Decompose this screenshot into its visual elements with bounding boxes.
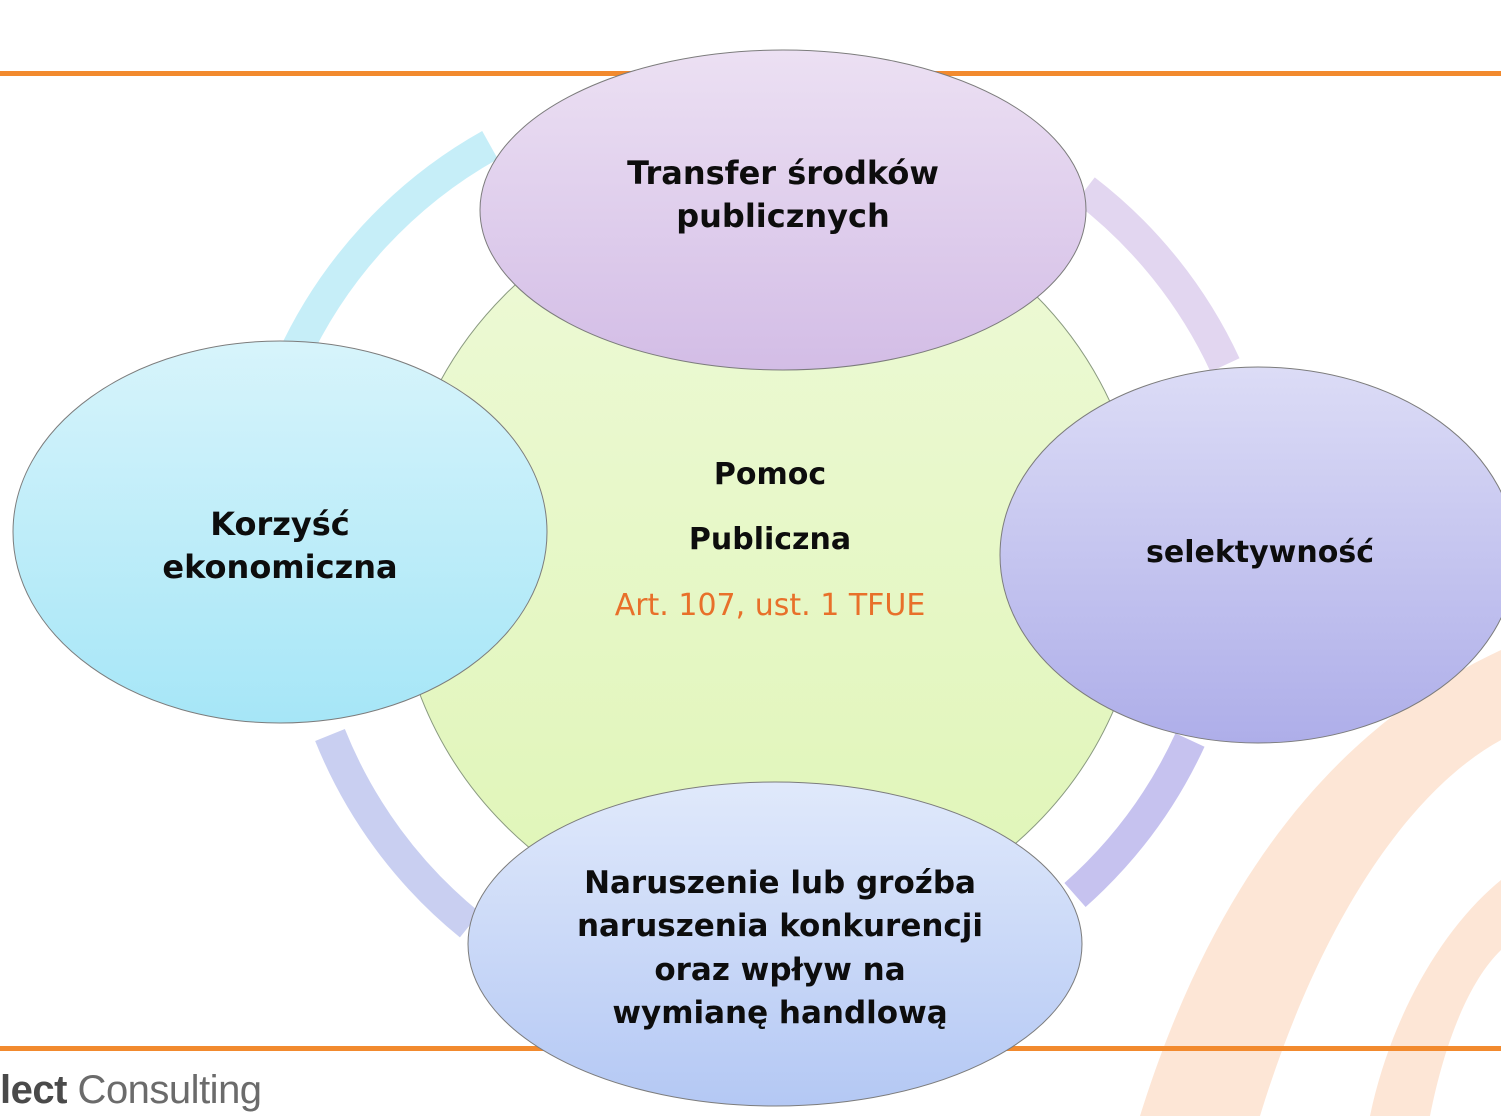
node-bottom-text: Naruszenie lub groźba naruszenia konkure… bbox=[520, 862, 1040, 1036]
brand-bold: lect bbox=[0, 1068, 67, 1112]
node-bottom-line: naruszenia konkurencji bbox=[576, 908, 984, 945]
node-top-line: publicznych bbox=[676, 197, 890, 236]
node-right-text: selektywność bbox=[1080, 533, 1440, 574]
center-subtitle: Art. 107, ust. 1 TFUE bbox=[614, 588, 926, 623]
node-right-ellipse bbox=[999, 366, 1501, 744]
node-bottom-line: wymianę handlową bbox=[612, 995, 948, 1032]
node-left-ellipse bbox=[12, 340, 548, 724]
brand-logo-text: lect Consulting bbox=[0, 1068, 262, 1113]
node-left-line: ekonomiczna bbox=[162, 548, 398, 587]
node-top-ellipse bbox=[479, 49, 1087, 371]
node-bottom-line: Naruszenie lub groźba bbox=[584, 865, 976, 901]
node-right-line: selektywność bbox=[1145, 535, 1374, 570]
node-left-line: Korzyść bbox=[210, 505, 350, 543]
center-title-line2: Publiczna bbox=[688, 522, 852, 557]
node-left-text: Korzyść ekonomiczna bbox=[100, 503, 460, 589]
node-bottom-ellipse bbox=[467, 781, 1083, 1107]
node-top-text: Transfer środków publicznych bbox=[560, 152, 1006, 238]
node-top-line: Transfer środków bbox=[627, 154, 939, 192]
decorative-arcs bbox=[1140, 650, 1501, 1116]
node-bottom-line: oraz wpływ na bbox=[654, 951, 906, 988]
brand-rest: Consulting bbox=[66, 1068, 263, 1112]
center-title-line1: Pomoc bbox=[713, 457, 827, 492]
cycle-ring bbox=[277, 131, 1240, 938]
